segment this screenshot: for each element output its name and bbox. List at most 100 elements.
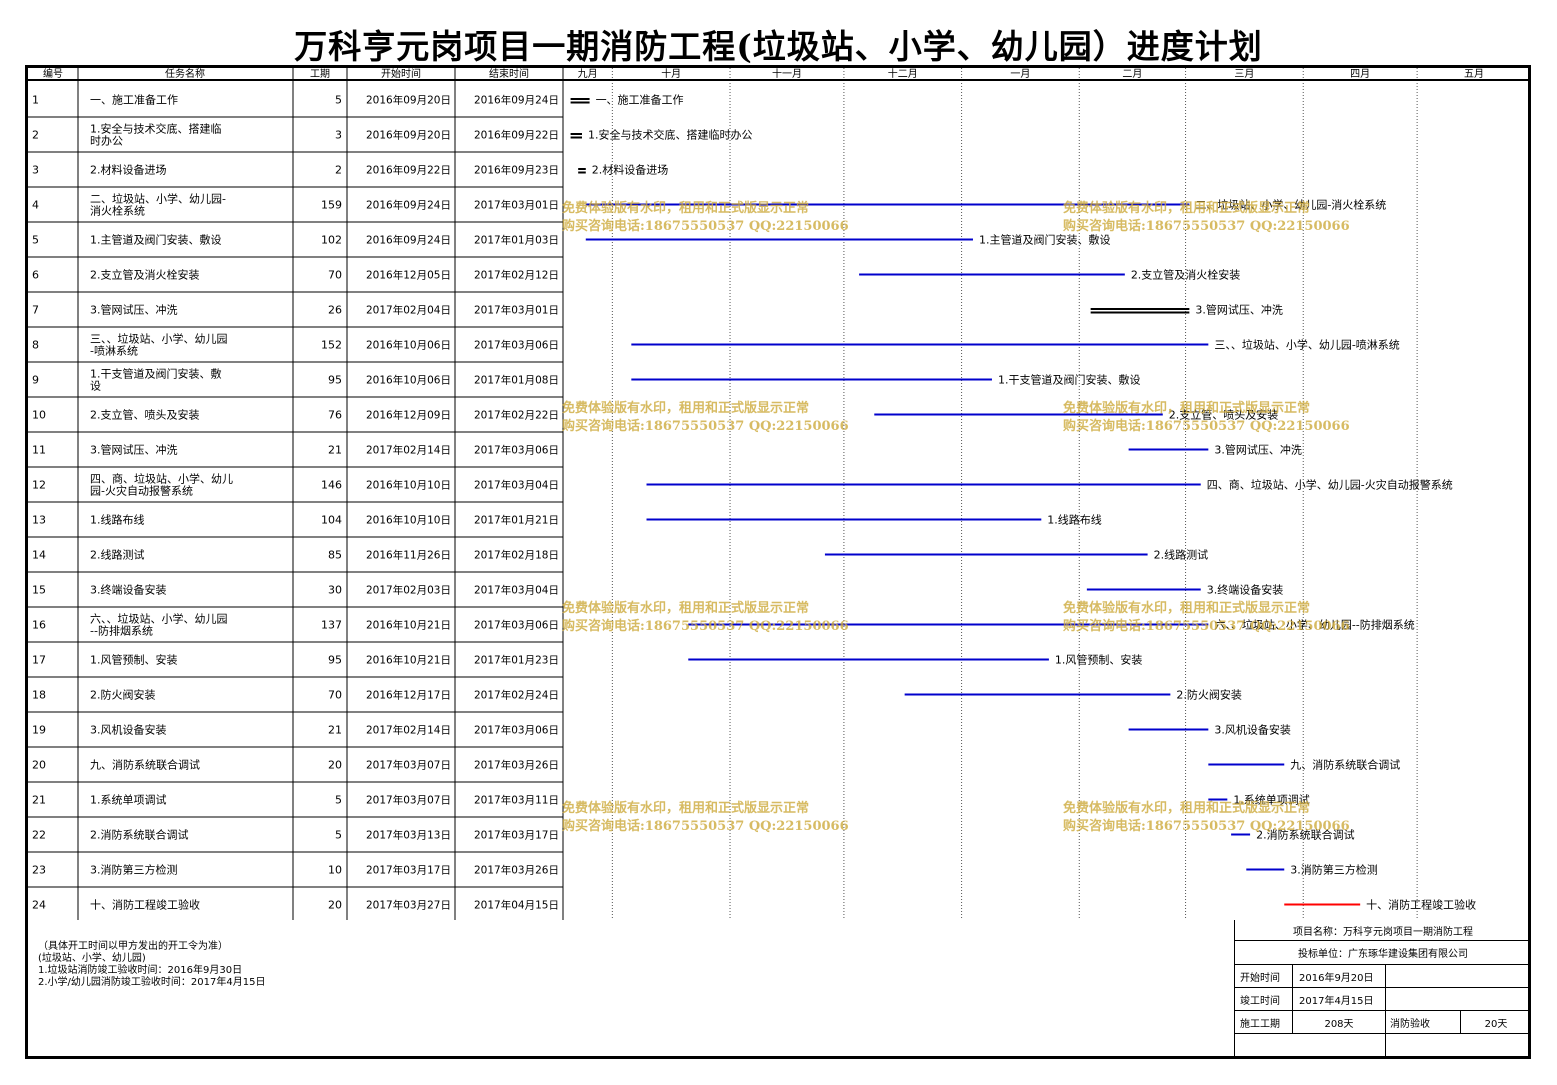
month-label: 四月 (1350, 68, 1370, 80)
task-duration: 70 (328, 269, 342, 282)
task-end: 2016年09月23日 (474, 164, 559, 177)
gantt-bar-label: 3.终端设备安装 (1207, 583, 1284, 597)
task-id: 11 (32, 444, 46, 457)
task-start: 2016年09月22日 (366, 164, 451, 177)
gantt-bar-label: 3.消防第三方检测 (1290, 863, 1378, 877)
task-duration: 146 (321, 479, 342, 492)
gantt-bar (585, 203, 1190, 206)
task-id: 22 (32, 829, 46, 842)
gantt-bar-label: 1.安全与技术交底、搭建临时办公 (588, 128, 753, 142)
period-value: 208天 (1293, 1011, 1386, 1033)
gantt-bar-underline (570, 136, 582, 139)
task-duration: 2 (335, 164, 342, 177)
gantt-bar-label: 三、、垃圾站、小学、幼儿园-喷淋系统 (1214, 338, 1399, 352)
task-start: 2016年10月10日 (366, 514, 451, 527)
task-end: 2017年03月06日 (474, 619, 559, 632)
task-duration: 152 (321, 339, 342, 352)
task-duration: 20 (328, 759, 342, 772)
task-name: 1.干支管道及阀门安装、敷 (90, 367, 222, 381)
task-end: 2017年03月06日 (474, 444, 559, 457)
task-duration: 21 (328, 444, 342, 457)
task-id: 6 (32, 269, 39, 282)
gantt-bar (570, 98, 590, 100)
task-name: 3.风机设备安装 (90, 723, 167, 737)
gantt-bar-label: 十、消防工程竣工验收 (1366, 898, 1476, 912)
task-id: 16 (32, 619, 46, 632)
task-id: 17 (32, 654, 46, 667)
task-start: 2017年03月07日 (366, 759, 451, 772)
bidder: 投标单位：广东琢华建设集团有限公司 (1235, 941, 1531, 964)
task-name: 2.支立管及消火栓安装 (90, 268, 200, 282)
task-duration: 76 (328, 409, 342, 422)
gantt-bar (1128, 448, 1209, 451)
gantt-bar-label: 3.管网试压、冲洗 (1195, 303, 1283, 317)
task-end: 2017年01月23日 (474, 654, 559, 667)
task-name: 2.支立管、喷头及安装 (90, 408, 200, 422)
month-label: 十二月 (888, 68, 918, 80)
chart-frame (25, 65, 1531, 1059)
column-header: 开始时间 (381, 68, 421, 80)
task-start: 2016年09月20日 (366, 129, 451, 142)
task-name: 3.管网试压、冲洗 (90, 303, 178, 317)
acceptance-label: 消防验收 (1386, 1011, 1461, 1033)
task-end: 2017年03月26日 (474, 864, 559, 877)
task-duration: 21 (328, 724, 342, 737)
task-name: 消火栓系统 (90, 204, 145, 218)
gantt-bar (1231, 833, 1251, 836)
gantt-bars: 一、施工准备工作1.安全与技术交底、搭建临时办公2.材料设备进场二、垃圾站、小学… (570, 93, 1476, 912)
task-name: 3.管网试压、冲洗 (90, 443, 178, 457)
end-row: 竣工时间 2017年4月15日 (1235, 988, 1531, 1011)
start-row: 开始时间 2016年9月20日 (1235, 965, 1531, 988)
task-end: 2017年03月11日 (474, 794, 559, 807)
task-id: 10 (32, 409, 46, 422)
task-start: 2016年12月05日 (366, 269, 451, 282)
bidder-row: 投标单位：广东琢华建设集团有限公司 (1235, 941, 1531, 965)
task-end: 2017年03月06日 (474, 724, 559, 737)
task-name: 设 (90, 380, 101, 393)
gantt-bar (1208, 763, 1285, 766)
task-name: 1.主管道及阀门安装、敷设 (90, 233, 222, 247)
task-end: 2017年03月01日 (474, 304, 559, 317)
task-end: 2016年09月24日 (474, 94, 559, 107)
gantt-bar-label: 1.系统单项调试 (1233, 794, 1310, 807)
start-label: 开始时间 (1235, 965, 1293, 987)
task-duration: 26 (328, 304, 342, 317)
task-duration: 10 (328, 864, 342, 877)
gantt-bar (631, 378, 992, 381)
task-start: 2016年12月09日 (366, 409, 451, 422)
task-name: 2.防火阀安装 (90, 688, 156, 702)
month-label: 十月 (661, 68, 681, 80)
gantt-bar (1208, 798, 1228, 801)
month-label: 十一月 (772, 68, 802, 80)
task-name: 1.安全与技术交底、搭建临 (90, 122, 222, 136)
schedule-notes: （具体开工时间以甲方发出的开工令为准） (垃圾站、小学、幼儿园) 1.垃圾站消防… (38, 941, 265, 989)
acceptance-value: 20天 (1484, 1018, 1508, 1030)
task-duration: 95 (328, 654, 342, 667)
gantt-bar (1246, 868, 1285, 871)
project-info-box: 项目名称：万科亨元岗项目一期消防工程 投标单位：广东琢华建设集团有限公司 开始时… (1234, 920, 1531, 1057)
task-end: 2017年01月03日 (474, 234, 559, 247)
gantt-bar-label: 四、商、垃圾站、小学、幼儿园-火灾自动报警系统 (1207, 478, 1453, 492)
task-name: 六、、垃圾站、小学、幼儿园 (90, 612, 228, 626)
task-start: 2017年02月04日 (366, 304, 451, 317)
task-duration: 70 (328, 689, 342, 702)
task-start: 2016年09月24日 (366, 234, 451, 247)
project-name-label: 项目名称： (1293, 926, 1343, 938)
task-id: 19 (32, 724, 46, 737)
table-row: 11 3.管网试压、冲洗 21 2017年02月14日 2017年03月06日 (28, 443, 563, 468)
task-name: 一、施工准备工作 (90, 93, 178, 107)
bidder-label: 投标单位： (1298, 949, 1348, 960)
column-header: 结束时间 (489, 68, 529, 80)
task-name: 1.风管预制、安装 (90, 653, 178, 667)
task-start: 2017年02月14日 (366, 444, 451, 457)
task-end: 2016年09月22日 (474, 129, 559, 142)
column-header: 编号 (43, 68, 63, 80)
task-duration: 20 (328, 899, 342, 912)
project-name-row: 项目名称：万科亨元岗项目一期消防工程 (1235, 920, 1531, 941)
